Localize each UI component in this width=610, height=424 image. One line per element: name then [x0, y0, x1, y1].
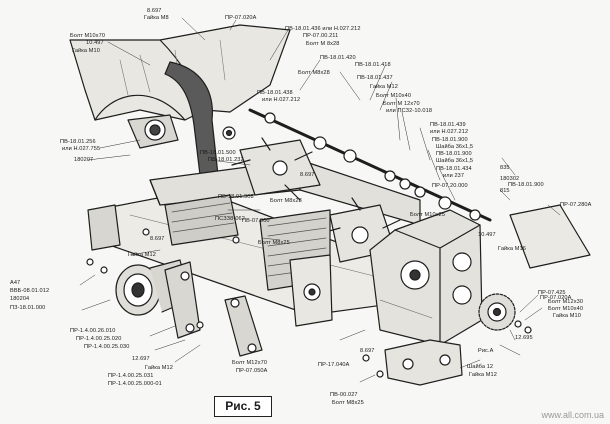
part-label: А47 — [10, 280, 21, 286]
part-label: Болт М10х25 — [410, 212, 446, 218]
part-label: Болт М8х28 — [298, 70, 330, 76]
center-plate — [289, 254, 333, 327]
part-label: Шайба 36х1,5 — [436, 158, 474, 164]
part-label: 180207 — [74, 157, 94, 163]
part-label: Болт М12х70 — [232, 360, 268, 366]
part-label: Болт М 8х28 — [306, 41, 340, 47]
part-label: Гайка М12 — [370, 84, 398, 90]
part-label: Болт М10х70 — [70, 33, 106, 39]
part-label: ВВБ-08.01.012 — [10, 288, 50, 294]
part-label: ПЗ-18.01.000 — [10, 305, 46, 311]
part-label: Гайка М12 — [145, 365, 173, 371]
part-label: Болт М8х25 — [332, 400, 364, 406]
part-label: или ПСЗ2-10.018 — [386, 108, 433, 114]
part-label: ПР-1.4.00.25.020 — [76, 336, 122, 342]
figure-caption: Рис. 5 — [214, 396, 272, 417]
part-label: ПВ-18.01.418 — [355, 62, 391, 68]
part-label: или 237 — [443, 173, 465, 179]
part-label: 180302 — [500, 176, 520, 182]
part-label: Болт М10х40 — [548, 306, 584, 312]
part-label: ПР-07.020А — [225, 15, 257, 21]
part-label: 12.697 — [132, 356, 150, 362]
part-label: или Н.027.212 — [430, 129, 469, 135]
part-label: 835 — [500, 165, 510, 171]
part-label: 8.697 — [150, 236, 165, 242]
part-label: Гайка М10 — [553, 313, 581, 319]
part-label: 180204 — [10, 296, 30, 302]
part-label: ПВ-18.01.434 — [436, 166, 472, 172]
part-label: ПВ-18.01.900 — [436, 151, 472, 157]
part-label: ПВ-18.01.437 — [357, 75, 393, 81]
part-label: Гайка М12 — [469, 372, 497, 378]
watermark: www.all.com.ua — [541, 410, 604, 420]
part-label: Болт М8х28 — [270, 198, 302, 204]
part-label: ПВ-18.01.500 — [200, 150, 236, 156]
part-label: ПВ-18.01.900 — [432, 137, 468, 143]
part-label: 8.697 — [300, 172, 315, 178]
part-label: ПВ-18.01.900 — [508, 182, 544, 188]
sprocket — [478, 293, 516, 331]
part-label: ПР-17.040А — [318, 362, 350, 368]
part-label: Гайка М12 — [128, 252, 156, 258]
part-label: ПР-07.20.000 — [432, 183, 468, 189]
part-label: Рис.А — [478, 348, 494, 354]
part-label: 10.497 — [478, 232, 496, 238]
part-label: ПР-07.050А — [236, 368, 268, 374]
part-label: 8.697 — [360, 348, 375, 354]
part-label: ПВ-18.01.256 — [60, 139, 96, 145]
part-label: ПР-07.425 — [538, 290, 566, 296]
part-label: или Н.027.212 — [262, 97, 301, 103]
part-label: Гайка М10 — [72, 48, 100, 54]
part-label: ПВ-18.01.908 — [218, 194, 254, 200]
gearbox-housing — [369, 209, 483, 346]
side-cover — [509, 204, 591, 269]
part-label: ПВ-18.01.420 — [320, 55, 356, 61]
part-label: Шайба 12 — [467, 364, 494, 370]
part-label: ПР-1.4.00.25.031 — [108, 373, 154, 379]
part-label: ПВ-18.01.439 — [430, 122, 466, 128]
part-label: Болт М12х30 — [548, 299, 584, 305]
part-label: ПВ-07.000 — [242, 218, 270, 224]
part-label: Болт М8х25 — [258, 240, 290, 246]
lever-arms — [164, 261, 263, 357]
part-label: ПР-07.00.211 — [303, 33, 339, 39]
part-label: Болт М10х40 — [376, 93, 412, 99]
part-label: Шайба 36х1,5 — [436, 144, 474, 150]
part-label: Гайка М8 — [144, 15, 169, 21]
part-label: ПВ-18.01.438 — [257, 90, 293, 96]
part-label: ПР-1.4.00.25.000-01 — [108, 381, 162, 387]
part-label: 12.695 — [515, 335, 533, 341]
leader-lines — [79, 17, 561, 383]
part-label: ПР-07.280А — [560, 202, 592, 208]
part-label: ПВ-18.01.436 или Н.027.212 — [285, 26, 361, 32]
part-label: или Н.027.755 — [62, 146, 101, 152]
part-label: Гайка М16 — [498, 246, 526, 252]
part-label: ПР-1.4.00.25.030 — [84, 344, 130, 350]
mount-bracket — [384, 339, 463, 386]
fasteners — [86, 228, 532, 378]
left-bearing-housing — [127, 114, 236, 149]
part-label: ПСЗЗ8-062 — [215, 216, 245, 222]
part-label: 815 — [500, 188, 510, 194]
part-label: 10.497 — [86, 40, 104, 46]
part-label: ПР-1.4.00.26.010 — [70, 328, 116, 334]
hopper-housing — [69, 24, 291, 176]
part-label: ПР-07.020А — [540, 295, 572, 301]
part-label: ПВ-18.01.232 — [208, 157, 244, 163]
upper-shaft — [248, 108, 492, 222]
part-label: ПВ-00.027 — [330, 392, 358, 398]
part-label: 8.697 — [147, 8, 162, 14]
part-label: Болт М 12х70 — [383, 101, 420, 107]
